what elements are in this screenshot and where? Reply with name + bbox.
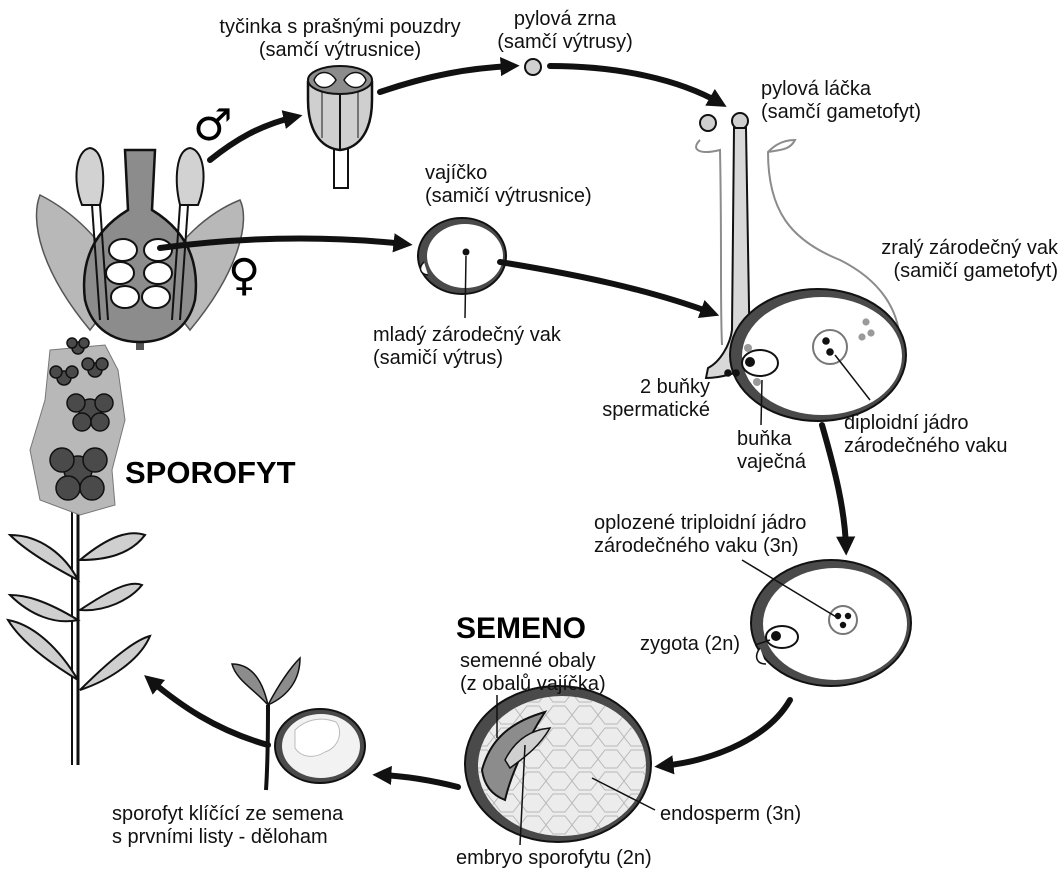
- label-seedling: sporofyt klíčící ze semena s prvními lis…: [112, 803, 343, 849]
- arrow-ovule-to-embryo-sac: [500, 262, 712, 313]
- arrow-fertilized-to-seed: [662, 700, 790, 766]
- label-stamen: tyčinka s prašnými pouzdry (samčí výtrus…: [190, 16, 490, 62]
- sporophyte-plant: [8, 338, 150, 765]
- seed-cross-section: [465, 686, 651, 842]
- label-mature-embryo-sac: zralý zárodečný vak (samičí gametofyt): [800, 237, 1058, 283]
- label-pollen-tube: pylová láčka (samčí gametofyt): [761, 78, 921, 124]
- arrow-sac-to-fertilized: [822, 425, 846, 548]
- heading-semeno: SEMENO: [456, 612, 586, 646]
- mature-embryo-sac: [724, 289, 906, 421]
- label-sperm-cells: 2 buňky spermatické: [590, 376, 710, 422]
- male-symbol: ♂: [193, 104, 232, 148]
- label-diploid-nucleus: diploidní jádro zárodečného vaku: [844, 412, 1007, 458]
- label-egg-cell: buňka vaječná: [737, 428, 806, 474]
- ovule-circle: [144, 262, 172, 284]
- stamen-with-anthers: [308, 66, 372, 188]
- ovule-circle: [106, 262, 134, 284]
- arrow-seed-to-seedling: [380, 775, 458, 787]
- ovule-young-embryo-sac: [418, 218, 506, 294]
- germinating-seedling: [232, 658, 365, 790]
- female-symbol: ♀: [228, 254, 260, 298]
- flower-cross-section: [37, 148, 244, 350]
- heading-sporofyt: SPOROFYT: [125, 455, 296, 491]
- pollen-grain: [525, 59, 541, 75]
- label-seed-coats: semenné obaly (z obalů vajíčka): [460, 650, 606, 696]
- ovule-circle: [109, 239, 137, 261]
- arrow-pollen-to-tube: [550, 66, 720, 103]
- fertilized-embryo-sac: [751, 560, 911, 686]
- label-endosperm: endosperm (3n): [660, 803, 801, 826]
- ovule-circle: [111, 286, 139, 308]
- label-ovule: vajíčko (samičí výtrusnice): [425, 162, 592, 208]
- label-pollen-grains: pylová zrna (samčí výtrusy): [485, 8, 645, 54]
- label-young-embryo-sac: mladý zárodečný vak (samičí výtrus): [373, 324, 561, 370]
- label-embryo: embryo sporofytu (2n): [456, 847, 652, 870]
- arrow-seedling-to-plant: [150, 680, 268, 745]
- label-triploid-nucleus: oplozené triploidní jádro zárodečného va…: [594, 512, 806, 558]
- arrow-stamen-to-pollen: [380, 66, 512, 92]
- ovule-circle: [142, 286, 170, 308]
- label-zygote: zygota (2n): [640, 633, 740, 656]
